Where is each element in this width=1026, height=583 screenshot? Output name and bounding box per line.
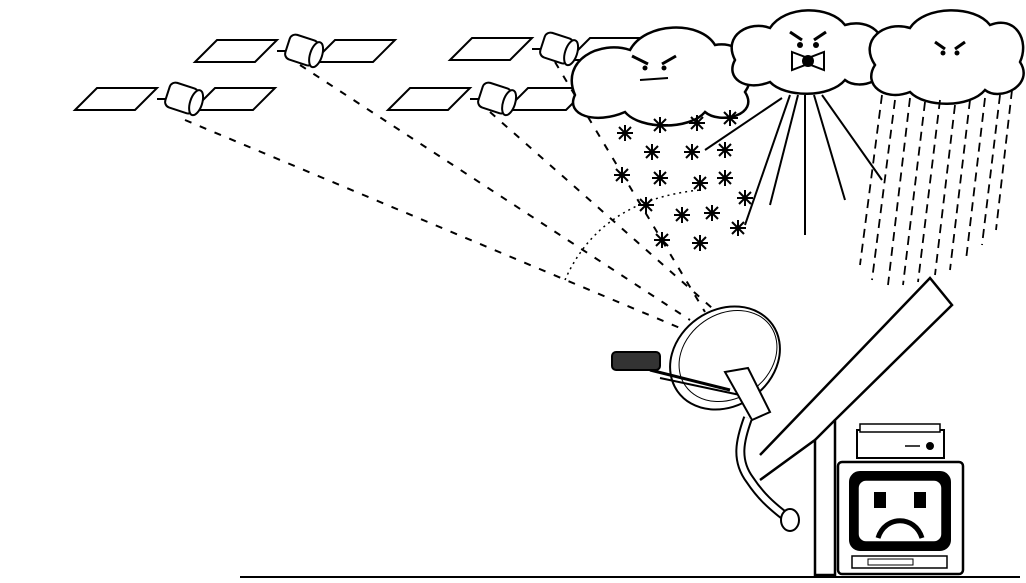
rain: [860, 90, 1012, 285]
scatter-arc: [565, 190, 700, 280]
storm-cloud: [732, 10, 884, 93]
rain-cloud: [870, 10, 1024, 103]
satellite-1: [75, 81, 275, 117]
lnb-feed: [612, 352, 660, 370]
satellite-dish: [612, 285, 800, 531]
sad-eye-left-icon: [874, 492, 886, 508]
television: [838, 462, 963, 574]
satellite-2: [195, 33, 395, 69]
set-top-box: [857, 424, 944, 458]
satellite-4: [388, 81, 588, 117]
sad-eye-right-icon: [914, 492, 926, 508]
